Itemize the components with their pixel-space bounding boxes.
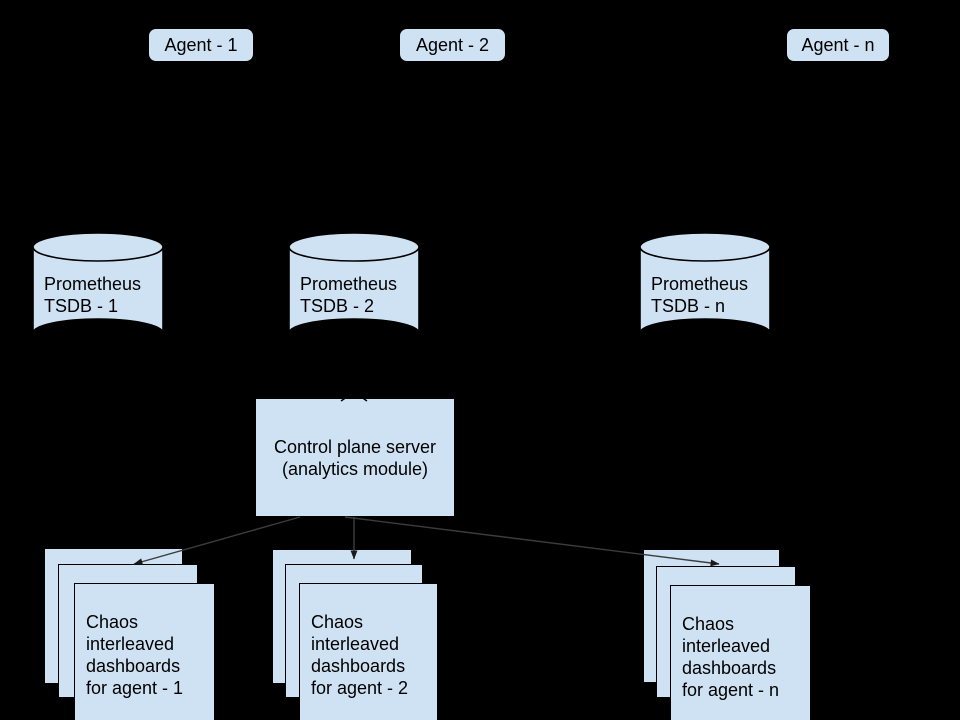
cylinder-top bbox=[32, 232, 164, 262]
agent-1-node: Agent - 1 bbox=[148, 28, 254, 62]
cylinder-body bbox=[32, 246, 164, 334]
tsdb-n-node: Prometheus TSDB - n bbox=[639, 232, 771, 352]
cylinder-top bbox=[639, 232, 771, 262]
stack-front-sheet: Chaos interleaved dashboards for agent -… bbox=[74, 583, 215, 720]
stack-front-sheet: Chaos interleaved dashboards for agent -… bbox=[670, 585, 811, 720]
cylinder-body bbox=[288, 246, 420, 334]
control-plane-node: Control plane server (analytics module) bbox=[255, 398, 455, 517]
dashboard-2-label: Chaos interleaved dashboards for agent -… bbox=[311, 612, 409, 698]
agent-1-label: Agent - 1 bbox=[164, 34, 238, 55]
tsdb-2-node: Prometheus TSDB - 2 bbox=[288, 232, 420, 352]
control-plane-label: Control plane server (analytics module) bbox=[273, 436, 437, 479]
tsdb-1-label: Prometheus TSDB - 1 bbox=[44, 274, 142, 316]
agent-n-label: Agent - n bbox=[801, 34, 875, 55]
cylinder-shape bbox=[288, 232, 420, 334]
dashboard-n-label: Chaos interleaved dashboards for agent -… bbox=[682, 614, 780, 700]
cylinder-body bbox=[639, 246, 771, 334]
cylinder-shape bbox=[32, 232, 164, 334]
agent-2-node: Agent - 2 bbox=[399, 28, 506, 62]
stack-front-sheet: Chaos interleaved dashboards for agent -… bbox=[299, 583, 438, 720]
tsdb-2-label: Prometheus TSDB - 2 bbox=[300, 274, 398, 316]
agent-2-label: Agent - 2 bbox=[415, 34, 490, 55]
dashboard-1-label: Chaos interleaved dashboards for agent -… bbox=[86, 612, 184, 698]
tsdb-n-label: Prometheus TSDB - n bbox=[651, 274, 749, 316]
agent-n-node: Agent - n bbox=[786, 28, 890, 62]
tsdb-1-node: Prometheus TSDB - 1 bbox=[32, 232, 164, 352]
cylinder-shape bbox=[639, 232, 771, 334]
cylinder-top bbox=[288, 232, 420, 262]
